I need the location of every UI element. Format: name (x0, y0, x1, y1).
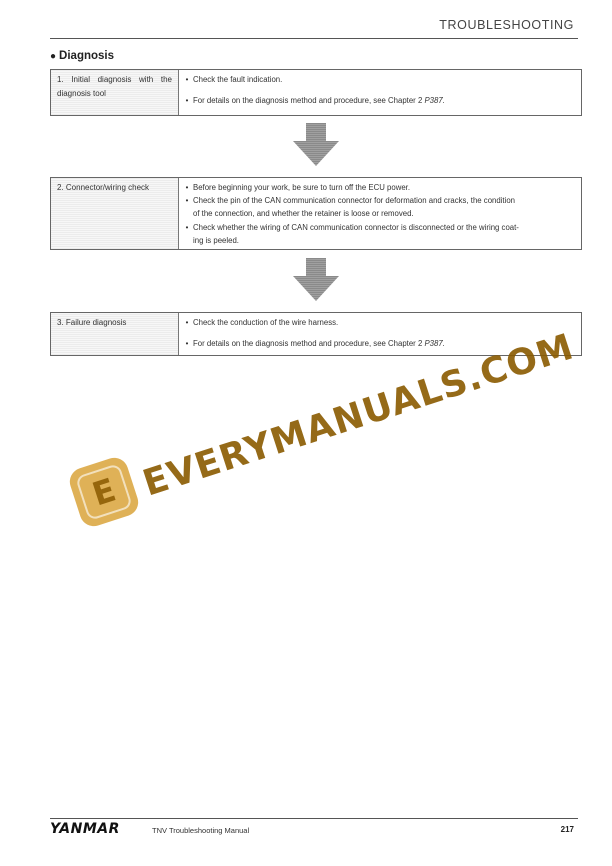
bullet-icon: • (185, 183, 189, 192)
step-line: • Check the pin of the CAN communication… (184, 194, 575, 207)
step-line: • For details on the diagnosis method an… (184, 337, 575, 350)
step-line: ing is peeled. (184, 234, 575, 247)
step-line-text: Before beginning your work, be sure to t… (193, 183, 410, 192)
watermark-logo-letter: E (88, 471, 121, 514)
step-line-text: Check the fault indication. (193, 75, 283, 84)
step-line-text: For details on the diagnosis method and … (193, 96, 445, 106)
flow-down-arrow-icon (293, 123, 339, 166)
step-box-failure-diagnosis: 3. Failure diagnosis • Check the conduct… (50, 312, 582, 356)
header-divider (50, 38, 578, 39)
step-label: 1. Initial diagnosis with the diagnosis … (51, 70, 179, 115)
bullet-icon: • (185, 339, 189, 349)
flow-down-arrow-icon (293, 258, 339, 301)
step-line-text: Check whether the wiring of CAN communic… (193, 222, 519, 232)
step-body: • Check the conduction of the wire harne… (179, 313, 581, 355)
heading-bullet-icon: ● (50, 50, 57, 62)
step-line: • Check the conduction of the wire harne… (184, 316, 575, 329)
footer-divider (50, 818, 578, 819)
step-body: • Check the fault indication. • For deta… (179, 70, 581, 115)
bullet-icon: • (185, 222, 189, 232)
step-line: • For details on the diagnosis method an… (184, 94, 575, 107)
page-header-title: TROUBLESHOOTING (439, 18, 574, 32)
step-label: 2. Connector/wiring check (51, 178, 179, 249)
bullet-icon: • (185, 75, 189, 84)
section-title: Diagnosis (59, 50, 115, 62)
step-line: • Check whether the wiring of CAN commun… (184, 221, 575, 234)
bullet-icon: • (185, 318, 189, 327)
chapter-reference: P387. (424, 339, 445, 349)
section-heading: ● Diagnosis (50, 50, 114, 62)
step-line: • Before beginning your work, be sure to… (184, 181, 575, 194)
chapter-reference: P387. (424, 96, 445, 106)
step-line-text: Check the conduction of the wire harness… (193, 318, 339, 327)
step-body: • Before beginning your work, be sure to… (179, 178, 581, 249)
step-label: 3. Failure diagnosis (51, 313, 179, 355)
step-box-connector-wiring: 2. Connector/wiring check • Before begin… (50, 177, 582, 250)
step-line: • Check the fault indication. (184, 73, 575, 86)
watermark-logo-icon: E (69, 457, 139, 527)
step-box-initial-diagnosis: 1. Initial diagnosis with the diagnosis … (50, 69, 582, 116)
step-line-text: For details on the diagnosis method and … (193, 339, 445, 349)
bullet-icon: • (185, 96, 189, 106)
footer-manual-title: TNV Troubleshooting Manual (152, 826, 250, 835)
step-line-text: Check the pin of the CAN communication c… (193, 196, 516, 206)
page-number: 217 (560, 825, 574, 834)
step-line-text: ing is peeled. (193, 235, 239, 245)
footer-brand-logo: YANMAR (50, 821, 120, 837)
bullet-icon: • (185, 196, 189, 206)
step-line-text: of the connection, and whether the retai… (193, 209, 414, 219)
step-line: of the connection, and whether the retai… (184, 207, 575, 220)
